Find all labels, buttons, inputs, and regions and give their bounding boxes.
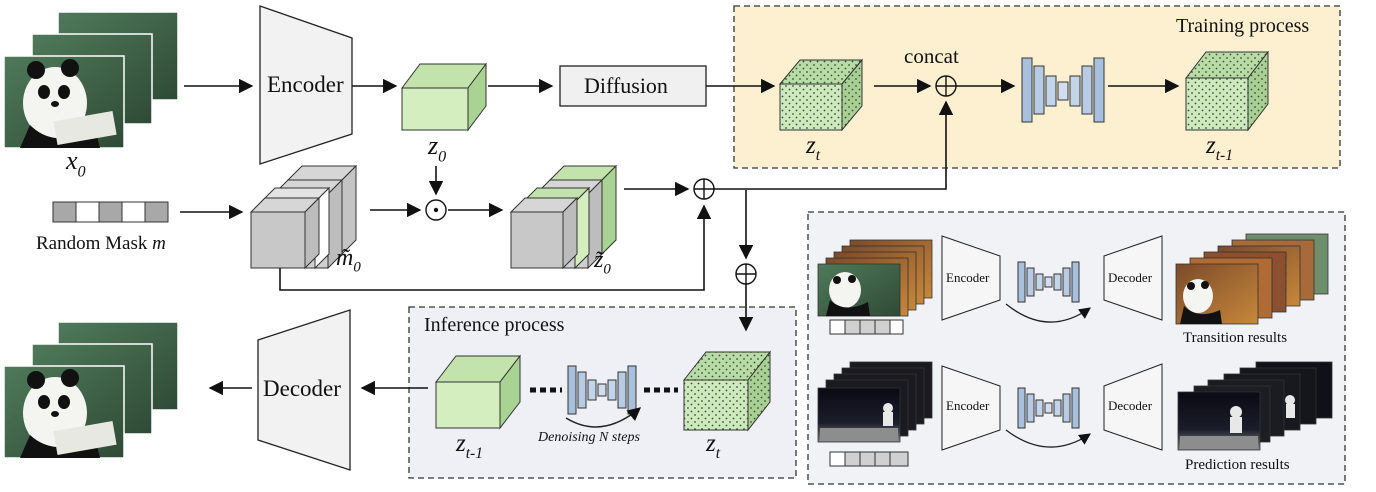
zt-inference-label: zt	[706, 430, 720, 463]
z0-tilde-label: z̃0	[594, 247, 611, 279]
random-mask-var: m	[152, 233, 166, 254]
decoder-block	[257, 309, 351, 471]
ztm1-training-label: zt-1	[1206, 132, 1233, 165]
z0-tilde-subscript: 0	[603, 261, 611, 278]
m0-label: m̃0	[336, 245, 361, 277]
example2-unet	[1005, 387, 1091, 448]
m0-subscript: 0	[353, 259, 361, 276]
m0-symbol: m̃	[336, 245, 354, 271]
zt-inference-subscript: t	[715, 444, 721, 462]
z0-tilde-symbol: z̃	[594, 247, 604, 273]
random-mask-text: Random Mask	[36, 233, 148, 254]
example1-unet	[1005, 261, 1091, 323]
decoder-label: Decoder	[263, 376, 341, 401]
plus-op-inference	[735, 263, 757, 285]
masked-stack-m0	[249, 164, 358, 270]
zt-training-label: zt	[806, 132, 820, 165]
zt-inference-symbol: z	[706, 430, 716, 457]
random-mask-bar	[52, 201, 169, 223]
example2-mask	[829, 451, 909, 467]
input-frames	[3, 11, 179, 149]
z0-symbol: z	[428, 131, 439, 160]
ztm1-training-subscript: t-1	[1215, 146, 1233, 164]
zt-training-symbol: z	[806, 132, 816, 159]
ztm1-inference-cube	[434, 354, 522, 430]
example2-encoder-label: Encoder	[946, 398, 990, 413]
example2-result-frames	[1177, 361, 1333, 451]
x0-label: x0	[66, 146, 86, 181]
training-title: Training process	[1176, 15, 1310, 37]
prediction-results-label: Prediction results	[1185, 457, 1290, 473]
diffusion-label: Diffusion	[584, 73, 668, 98]
ztm1-training-symbol: z	[1206, 132, 1216, 159]
ztm1-inference-subscript: t-1	[465, 444, 483, 462]
example2-encoder	[941, 365, 1001, 451]
ztm1-inference-label: zt-1	[456, 430, 483, 463]
example1-mask	[829, 319, 904, 335]
ztm1-inference-symbol: z	[456, 430, 466, 457]
plus-op-main	[693, 178, 715, 200]
unet-inference	[565, 365, 642, 428]
inference-title: Inference process	[424, 314, 565, 336]
example1-decoder	[1103, 235, 1163, 321]
concat-label: concat	[904, 44, 959, 68]
z0-label: z0	[428, 131, 446, 166]
z0-subscript: 0	[438, 148, 447, 166]
transition-results-label: Transition results	[1183, 330, 1288, 346]
example1-input-frames	[817, 239, 933, 317]
unet-training	[1021, 57, 1105, 123]
denoising-steps-label: Denoising N steps	[538, 430, 640, 445]
zt-training-subscript: t	[815, 146, 821, 164]
plus-op-concat	[935, 75, 957, 97]
zt-inference-cube	[682, 350, 772, 432]
x0-subscript: 0	[77, 163, 86, 181]
x0-symbol: x	[66, 146, 78, 175]
example1-encoder	[941, 235, 1001, 321]
diffusion-block	[559, 65, 707, 107]
ztm1-training-cube	[1184, 50, 1270, 132]
masked-stack-z0	[509, 164, 618, 270]
encoder-block	[259, 5, 353, 165]
example2-decoder	[1103, 363, 1163, 451]
example2-decoder-label: Decoder	[1108, 398, 1153, 413]
output-frames	[3, 321, 179, 459]
arrows	[180, 78, 1180, 396]
encoder-label: Encoder	[267, 72, 344, 97]
example2-input-frames	[817, 361, 933, 443]
example1-result-frames	[1175, 233, 1329, 325]
zt-training-cube	[778, 58, 864, 132]
example1-decoder-label: Decoder	[1108, 270, 1153, 285]
example1-encoder-label: Encoder	[946, 270, 990, 285]
z0-cube	[401, 62, 487, 132]
hadamard-op	[425, 199, 447, 221]
random-mask-label: Random Mask m	[36, 233, 166, 255]
